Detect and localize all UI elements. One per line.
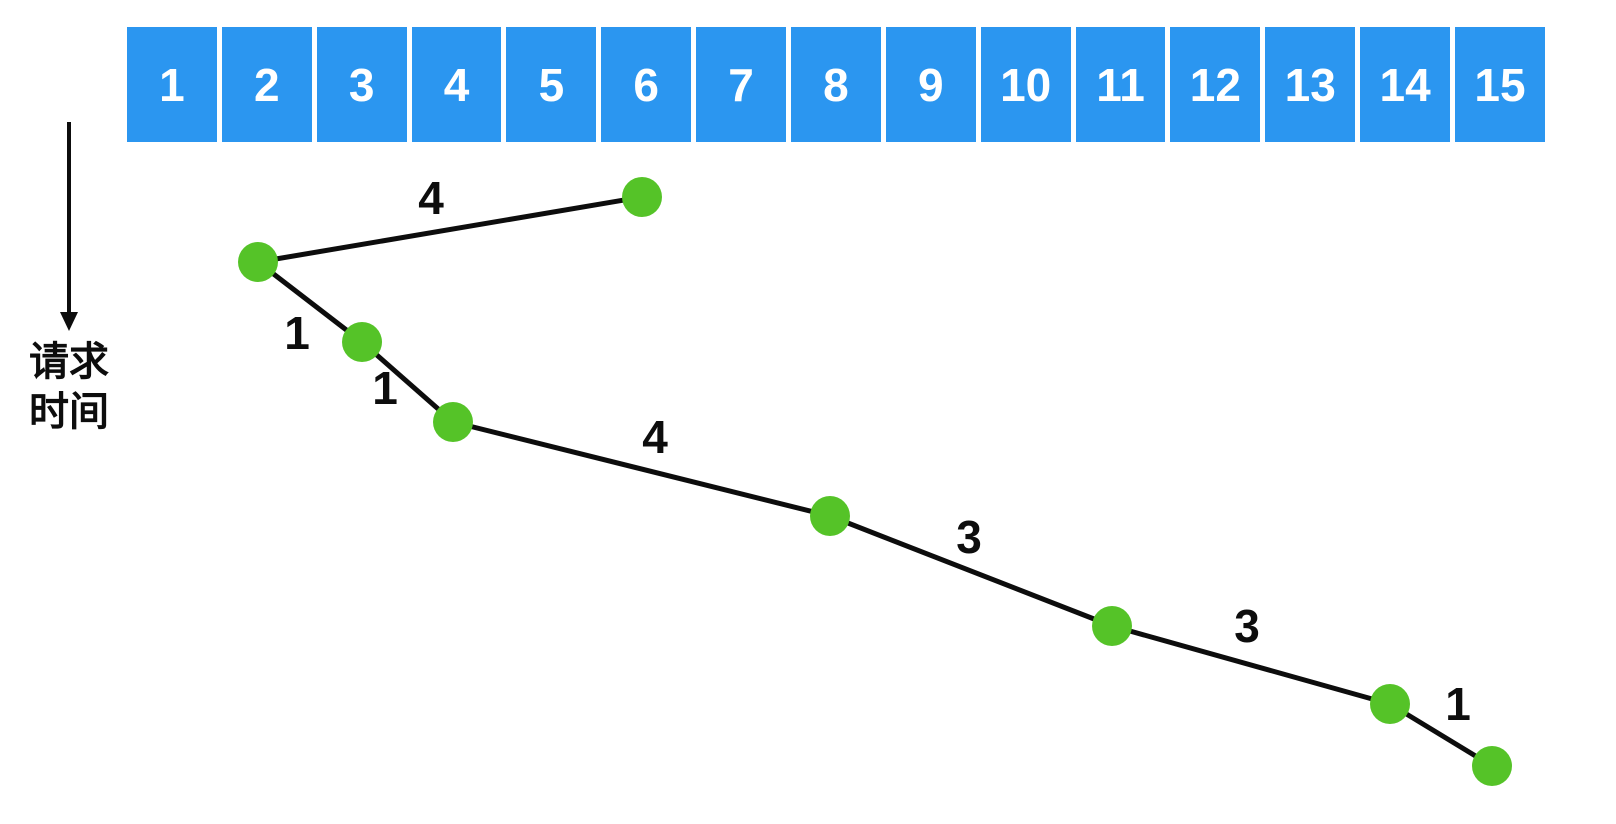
- request-dot-track-2: [238, 242, 278, 282]
- request-dot-track-11: [1092, 606, 1132, 646]
- seek-distance-label-8-to-11: 3: [956, 511, 982, 563]
- track-cell-13: 13: [1265, 27, 1356, 142]
- seek-line-11-to-14: [1111, 623, 1391, 707]
- track-cell-15: 15: [1455, 27, 1545, 142]
- track-cell-2: 2: [221, 27, 312, 142]
- seek-distance-label-11-to-14: 3: [1234, 600, 1260, 652]
- seek-line-4-to-8: [452, 419, 831, 519]
- track-cell-4: 4: [411, 27, 502, 142]
- track-cell-8: 8: [791, 27, 881, 142]
- seek-distance-label-6-to-2: 4: [418, 172, 444, 224]
- seek-line-6-to-2: [257, 194, 643, 265]
- time-axis-label: 请求 时间: [9, 337, 129, 437]
- seek-line-3-to-4: [360, 340, 455, 424]
- track-cell-9: 9: [885, 27, 976, 142]
- track-cell-11: 11: [1075, 27, 1166, 142]
- seek-line-8-to-11: [829, 513, 1113, 629]
- seek-distance-label-2-to-3: 1: [284, 307, 310, 359]
- track-cell-5: 5: [506, 27, 597, 142]
- track-cell-14: 14: [1360, 27, 1451, 142]
- time-axis: 请求 时间: [0, 0, 160, 460]
- request-dot-track-6: [622, 177, 662, 217]
- arrow-head: [60, 312, 78, 331]
- track-cell-6: 6: [601, 27, 692, 142]
- track-cell-12: 12: [1170, 27, 1261, 142]
- track-cell-10: 10: [980, 27, 1071, 142]
- time-axis-label-line1: 请求: [29, 340, 109, 384]
- seek-line-2-to-3: [256, 260, 364, 344]
- track-cell-1: 1: [127, 27, 217, 142]
- request-dot-track-14: [1370, 684, 1410, 724]
- track-cell-7: 7: [696, 27, 787, 142]
- request-dot-track-8: [810, 496, 850, 536]
- down-arrow-icon: [60, 122, 78, 331]
- track-cell-3: 3: [316, 27, 407, 142]
- seek-distance-label-14-to-15: 1: [1445, 678, 1471, 730]
- seek-distance-label-4-to-8: 4: [642, 411, 668, 463]
- seek-distance-label-3-to-4: 1: [372, 362, 398, 414]
- request-dot-track-3: [342, 322, 382, 362]
- time-axis-label-line2: 时间: [29, 390, 109, 434]
- request-dot-track-15: [1472, 746, 1512, 786]
- request-dot-track-4: [433, 402, 473, 442]
